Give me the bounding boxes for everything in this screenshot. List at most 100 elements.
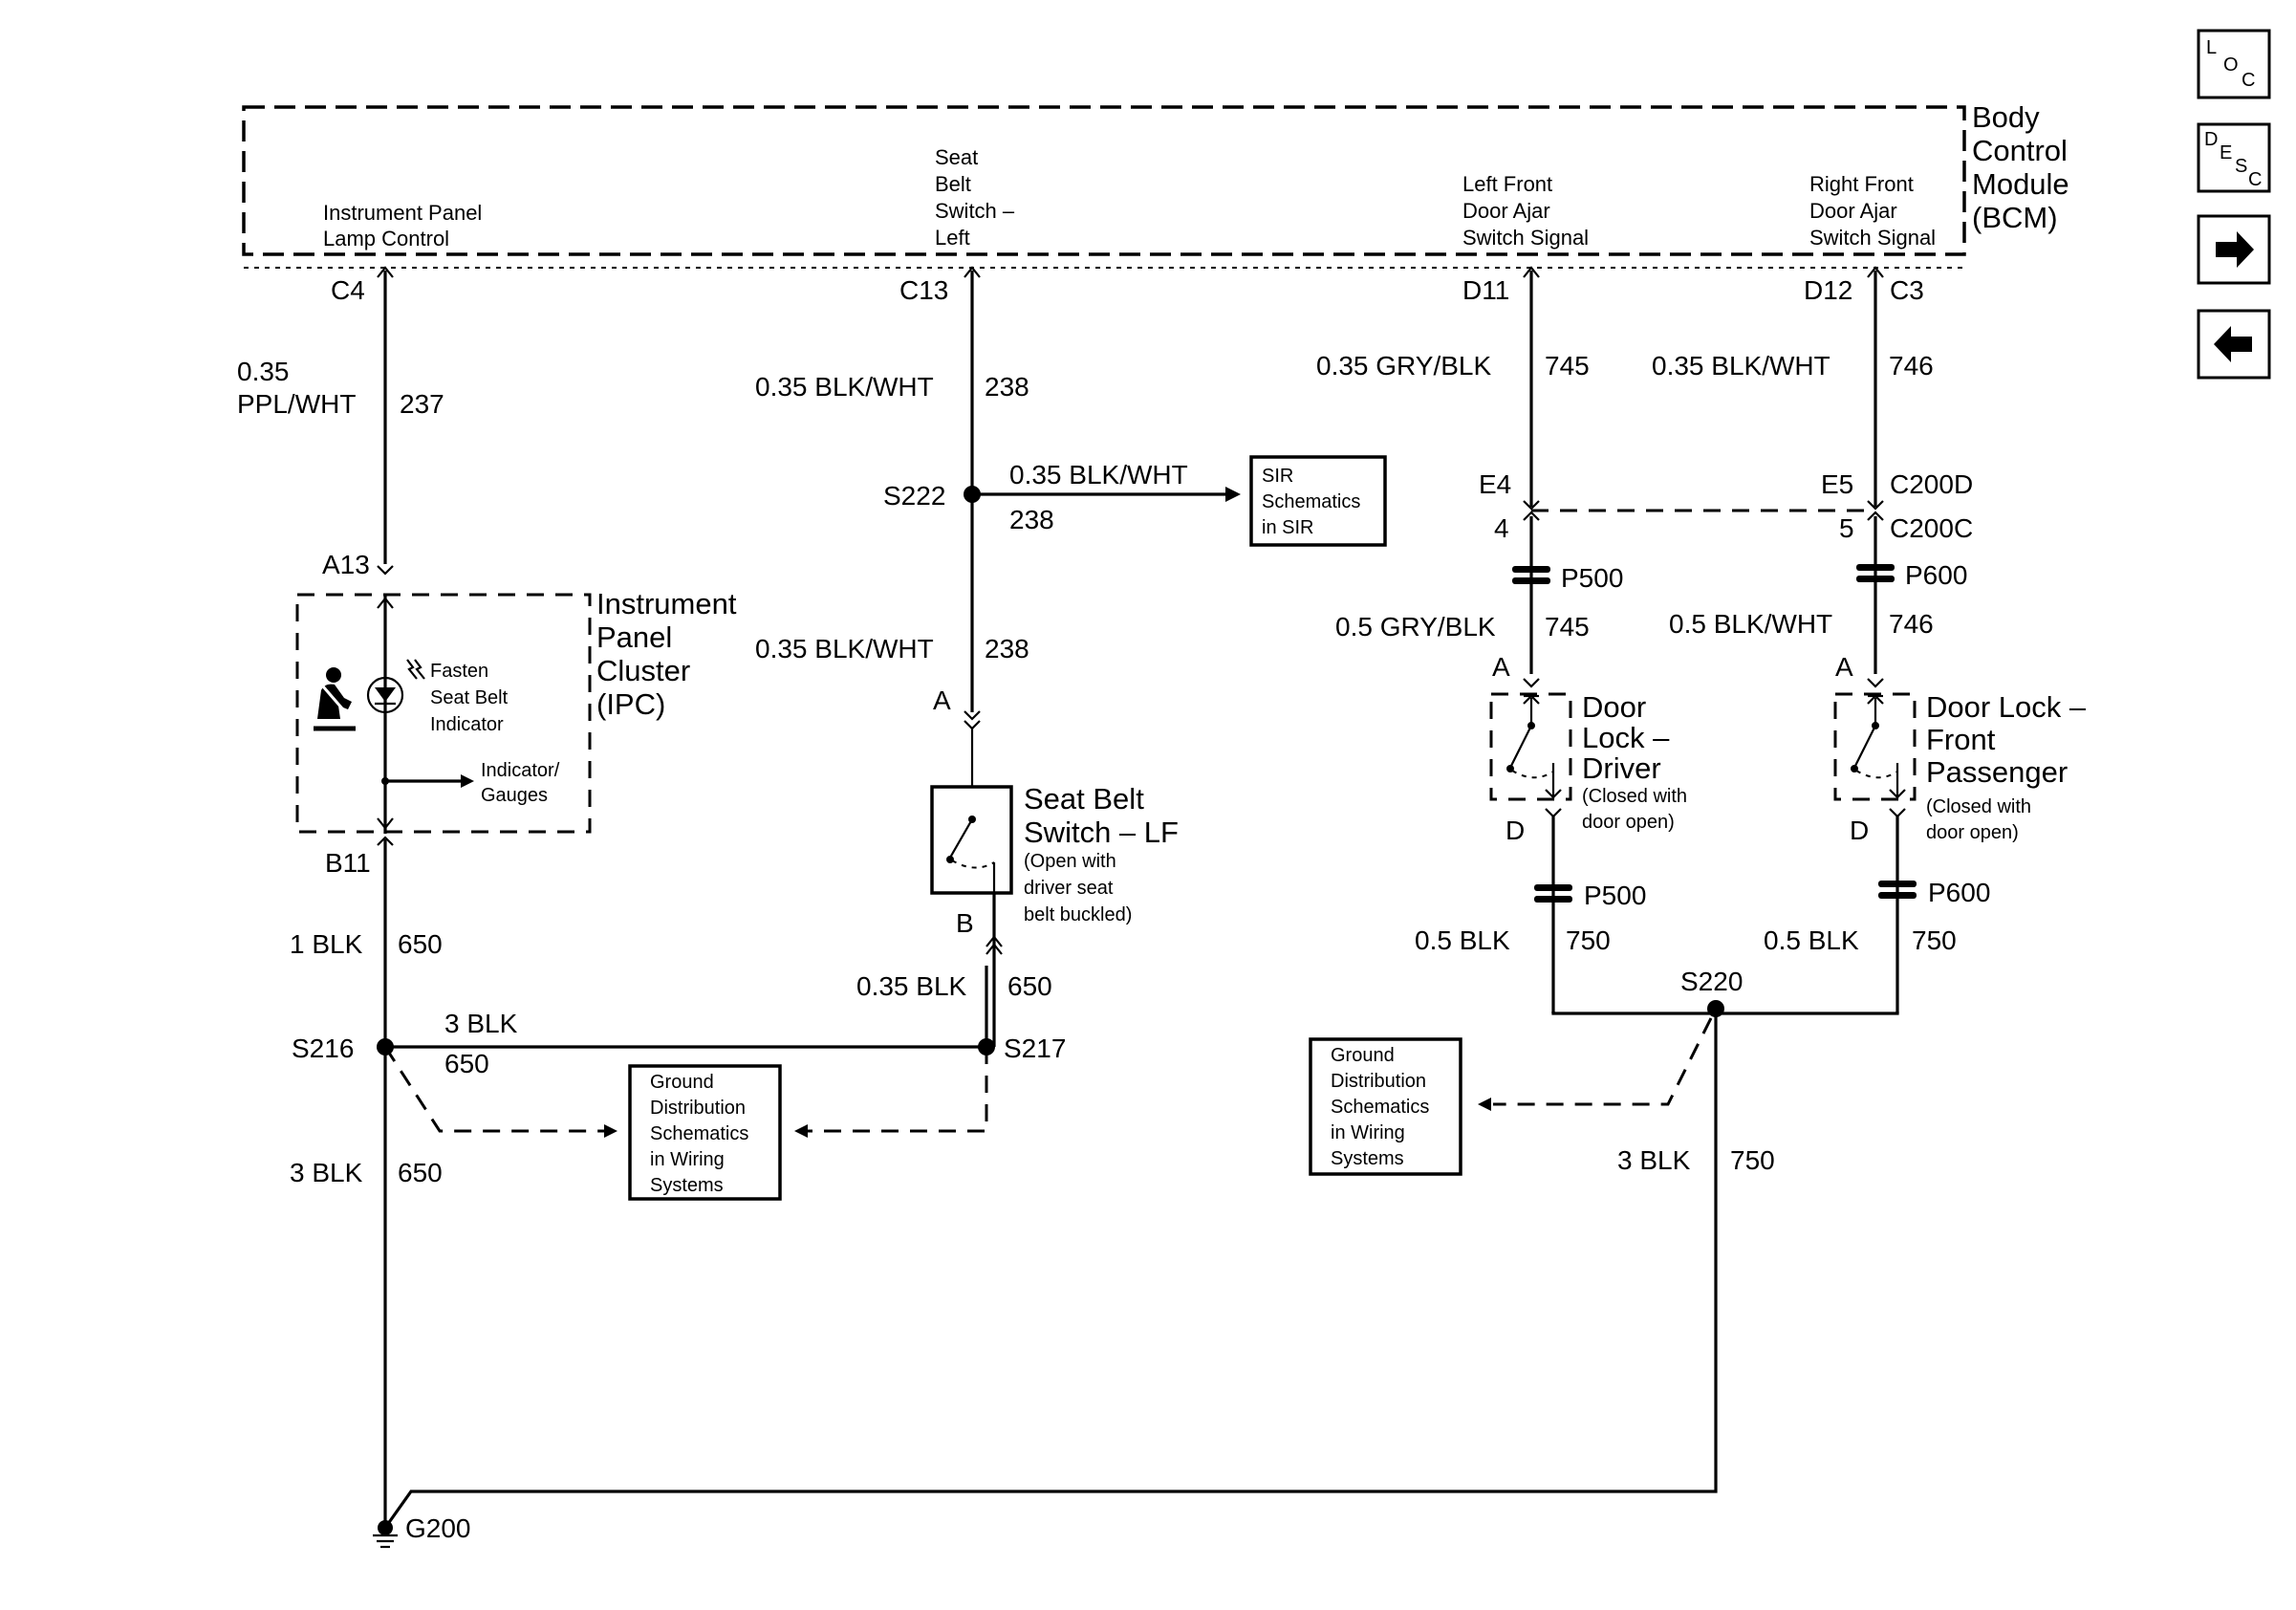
- ground-schematic-ref-left[interactable]: [628, 1064, 782, 1201]
- wire-745-num-lower: 745: [1545, 612, 1590, 642]
- wire-750-pass: 0.5 BLK: [1764, 925, 1859, 955]
- wire-746-lower: 0.5 BLK/WHT: [1669, 609, 1832, 639]
- pin-a-pass: A: [1835, 652, 1853, 682]
- p500-upper: P500: [1561, 563, 1623, 593]
- sir-schematic-ref[interactable]: [1249, 455, 1387, 547]
- arrow-right-icon: [1225, 487, 1241, 502]
- wire-750-driver: 0.5 BLK: [1415, 925, 1510, 955]
- pin-4: 4: [1494, 513, 1509, 543]
- splice-s220: S220: [1680, 967, 1743, 996]
- splice-s220-dot: [1707, 1000, 1724, 1017]
- desc-button[interactable]: D E S C: [2197, 122, 2271, 193]
- prev-page-button[interactable]: [2197, 309, 2271, 380]
- ipc-box: [295, 593, 592, 834]
- door-lock-driver-box: [1489, 692, 1572, 801]
- wire-238-num-upper: 238: [985, 372, 1029, 402]
- pin-b11: B11: [325, 848, 371, 878]
- ipc-indicator-label: Fasten Seat Belt Indicator: [430, 661, 513, 735]
- svg-text:D: D: [2204, 129, 2218, 150]
- inline-connector-icon: [1878, 881, 1917, 899]
- ground-box-right-text: Ground Distribution Schematics in Wiring…: [1331, 1045, 1435, 1169]
- pin-a-driver: A: [1492, 652, 1510, 682]
- p600-upper: P600: [1905, 560, 1967, 590]
- led-icon: [366, 676, 404, 714]
- wire-745-lower: 0.5 GRY/BLK: [1335, 612, 1496, 642]
- ground-schematic-ref-right[interactable]: [1309, 1037, 1462, 1176]
- wire-750-num-pass: 750: [1912, 925, 1957, 955]
- ground-ref-left: Ground Distribution Schematics in Wiring…: [383, 1046, 988, 1201]
- wire-750-3blk: 3 BLK: [1617, 1145, 1691, 1175]
- door-lock-front-passenger[interactable]: Door Lock – Front Passenger (Closed with…: [1833, 690, 2094, 843]
- svg-text:S: S: [2235, 156, 2247, 177]
- inline-connector-icon: [1856, 564, 1895, 582]
- svg-text:O: O: [2223, 54, 2239, 76]
- pin-a13: A13: [322, 550, 370, 579]
- body-control-module: Body Control Module (BCM) Instrument Pan…: [242, 100, 2069, 269]
- circuit-750-passenger: D P600 0.5 BLK 750: [1764, 808, 1990, 1013]
- splice-s216: S216: [292, 1033, 354, 1063]
- bcm-lf-door-label: Left Front Door Ajar Switch Signal: [1462, 172, 1589, 250]
- wire-750-num-driver: 750: [1566, 925, 1611, 955]
- switch-icon: [949, 818, 973, 859]
- door-lock-driver-note: (Closed with door open): [1582, 786, 1693, 833]
- splice-s222: S222: [883, 481, 945, 511]
- wire-650-035blk: 0.35 BLK: [856, 971, 967, 1001]
- seatbelt-person-icon: [314, 667, 356, 731]
- next-page-button[interactable]: [2197, 214, 2271, 285]
- bcm-seat-belt-label: Seat Belt Switch – Left: [935, 145, 1020, 250]
- circuit-750-driver: D P500 0.5 BLK 750: [1415, 808, 1646, 1013]
- arrow-right-icon: [604, 1124, 617, 1138]
- wire-750-return: [383, 1009, 1718, 1529]
- seat-belt-switch-lf[interactable]: Seat Belt Switch – LF (Open with driver …: [930, 729, 1179, 925]
- switch-icon: [1509, 725, 1532, 769]
- splice-s217: S217: [1004, 1033, 1066, 1063]
- switch-icon: [1853, 725, 1876, 769]
- circuit-237: 0.35 PPL/WHT 237 A13: [237, 266, 444, 579]
- wire-650-3blk-lower: 3 BLK: [290, 1158, 363, 1187]
- pin-5: 5: [1839, 513, 1854, 543]
- svg-text:C: C: [2242, 70, 2255, 91]
- wire-237-color: PPL/WHT: [237, 389, 356, 419]
- ground-box-left-text: Ground Distribution Schematics in Wiring…: [650, 1072, 754, 1196]
- inline-connector-icon: [1534, 884, 1572, 903]
- wire-745-upper: 0.35 GRY/BLK: [1316, 351, 1491, 381]
- circuit-650-left: B11 1 BLK 650 S216 3 BLK 650 3 BLK 650 S…: [290, 836, 1718, 1549]
- connector-c200d: C200D: [1890, 469, 1973, 499]
- seat-belt-switch-title: Seat Belt Switch – LF: [1024, 782, 1179, 849]
- wire-238-num-lower: 238: [985, 634, 1029, 664]
- wire-238-num-branch: 238: [1009, 505, 1054, 534]
- pin-c4: C4: [331, 275, 365, 305]
- ground-icon: [373, 1534, 398, 1549]
- circuit-745: 0.35 GRY/BLK 745 E4 4 P500 0.5 GRY/BLK 7…: [1316, 266, 1875, 688]
- led-diode-icon: [375, 687, 396, 702]
- arrow-left-icon: [2214, 326, 2252, 362]
- wire-750-num-3: 750: [1730, 1145, 1775, 1175]
- door-lock-driver[interactable]: Door Lock – Driver (Closed with door ope…: [1489, 690, 1693, 833]
- ipc-title: Instrument Panel Cluster (IPC): [596, 587, 745, 721]
- wire-650-3blk-horiz: 3 BLK: [444, 1009, 518, 1038]
- door-lock-passenger-box: [1833, 692, 1917, 801]
- pin-e5: E5: [1821, 469, 1853, 499]
- splice-s220-group: S220 3 BLK 750 Ground Distribution Schem…: [1309, 967, 1899, 1176]
- seat-belt-switch-note: (Open with driver seat belt buckled): [1024, 851, 1132, 925]
- wire-238-lower: 0.35 BLK/WHT: [755, 634, 934, 664]
- pin-d12: D12: [1804, 275, 1852, 305]
- ground-g200: G200: [405, 1513, 471, 1543]
- circuit-746: 0.35 BLK/WHT 746 E5 C200D 5 C200C P600 0…: [1652, 266, 1973, 688]
- pin-d-driver: D: [1505, 816, 1525, 845]
- pin-d11: D11: [1462, 275, 1509, 305]
- svg-text:C: C: [2248, 169, 2262, 190]
- loc-button[interactable]: L O C: [2197, 29, 2271, 99]
- wire-650-num-h: 650: [444, 1049, 489, 1078]
- wire-238-upper: 0.35 BLK/WHT: [755, 372, 934, 402]
- pin-a-seat: A: [933, 685, 951, 715]
- instrument-panel-cluster: Instrument Panel Cluster (IPC) Fasten Se…: [295, 587, 745, 834]
- pin-c13: C13: [899, 275, 948, 305]
- arrow-left-icon: [1478, 1098, 1491, 1111]
- wire-650-num-seat: 650: [1007, 971, 1052, 1001]
- pin-c3: C3: [1890, 275, 1924, 305]
- door-lock-passenger-title: Door Lock – Front Passenger: [1926, 690, 2094, 789]
- wire-746-upper: 0.35 BLK/WHT: [1652, 351, 1830, 381]
- wire-650-num-1: 650: [398, 929, 443, 959]
- svg-text:L: L: [2206, 37, 2217, 58]
